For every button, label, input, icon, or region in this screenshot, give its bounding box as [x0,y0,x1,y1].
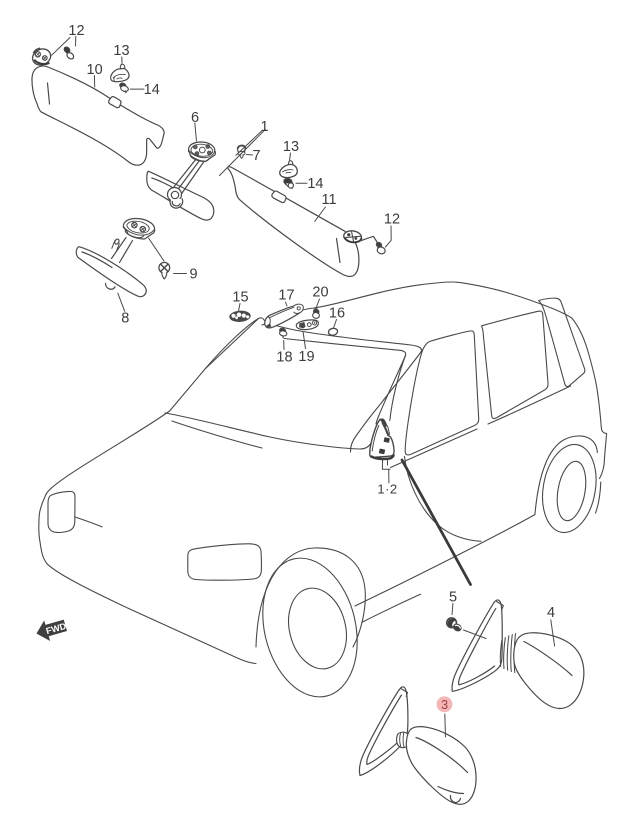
svg-text:18: 18 [276,350,292,366]
svg-text:4: 4 [547,605,555,621]
svg-text:13: 13 [113,43,129,59]
svg-text:11: 11 [321,192,336,208]
svg-text:1: 1 [260,119,268,135]
svg-text:14: 14 [307,176,323,192]
svg-text:8: 8 [121,311,129,327]
svg-text:9: 9 [189,267,197,283]
svg-text:20: 20 [312,285,328,301]
svg-text:15: 15 [232,290,248,306]
svg-text:5: 5 [449,590,457,606]
svg-text:17: 17 [278,288,294,304]
svg-text:1·2: 1·2 [377,482,397,497]
svg-text:19: 19 [298,349,314,365]
svg-text:10: 10 [87,62,103,78]
svg-text:13: 13 [283,139,299,155]
svg-text:16: 16 [329,306,345,322]
svg-text:14: 14 [144,82,160,98]
svg-text:7: 7 [252,148,260,164]
svg-text:6: 6 [191,110,199,126]
svg-text:3: 3 [441,698,448,712]
svg-text:12: 12 [384,212,400,228]
svg-text:12: 12 [68,23,84,39]
